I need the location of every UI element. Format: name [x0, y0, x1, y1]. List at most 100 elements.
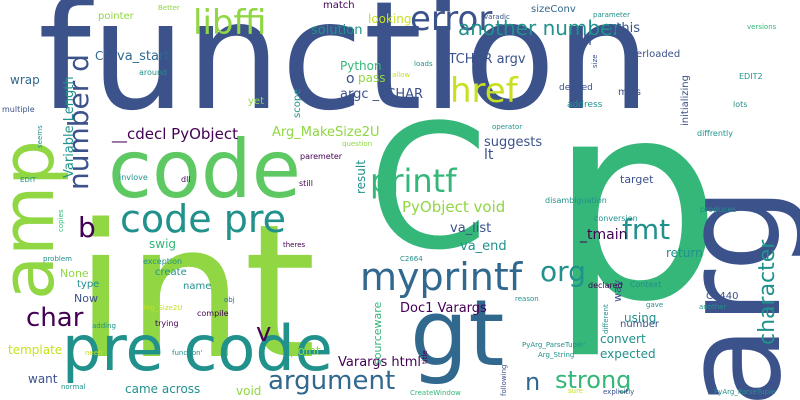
- word-result: result: [354, 160, 368, 194]
- word-produces: produces: [700, 205, 737, 214]
- word-function-q: function': [172, 349, 203, 357]
- word-wrap: wrap: [10, 73, 40, 87]
- word-va-end: va_end: [460, 239, 507, 254]
- word-theres: theres: [283, 241, 306, 249]
- word-c-q: C': [95, 49, 107, 63]
- word-cdecl-pyobject: __cdecl PyObject: [112, 125, 238, 143]
- word-adding: adding: [92, 322, 117, 330]
- word-type: type: [77, 279, 100, 290]
- word-c: C: [368, 87, 489, 288]
- word-arg-string: Arg_String: [538, 351, 575, 359]
- word-code-pre: code pre: [120, 197, 287, 241]
- word-href: href: [450, 71, 518, 111]
- word-arg-makesize2u: Arg_MakeSize2U: [272, 125, 380, 140]
- word-trying: trying: [155, 319, 179, 328]
- word-better: Better: [158, 4, 180, 12]
- word-came-across: came across: [125, 382, 201, 396]
- word-normal: normal: [61, 383, 86, 391]
- word-overloaded: overloaded: [624, 49, 681, 60]
- word-none: None: [60, 267, 89, 280]
- word-loads: loads: [414, 60, 433, 68]
- word-explicitly: explicitly: [603, 388, 635, 396]
- word-p: p: [548, 42, 723, 362]
- word-edit: EDIT: [20, 176, 37, 184]
- word-conversion: conversion: [594, 214, 638, 223]
- word-different: different: [602, 304, 610, 334]
- word-defined: defined: [559, 83, 593, 93]
- word-o: o: [346, 71, 355, 87]
- word-target: target: [620, 173, 654, 186]
- word-variable-length: Variable Length: [62, 76, 77, 178]
- word-lots: lots: [733, 100, 748, 109]
- word-pyarg-parsetuple-q: PyArg_ParseTuple': [522, 341, 586, 349]
- word-libffi: libffi: [193, 3, 267, 43]
- word-pass: pass: [358, 71, 386, 85]
- word-function: function: [38, 0, 651, 144]
- word-pyobject-void: PyObject void: [402, 198, 506, 216]
- word-suggests: suggests: [484, 135, 543, 150]
- word-scope: scope: [292, 88, 303, 118]
- word-pointer: pointer: [98, 11, 134, 22]
- word-error: error: [410, 0, 493, 39]
- word-python: Python: [340, 59, 382, 73]
- word-yet: yet: [248, 96, 264, 107]
- word-copies: copies: [57, 209, 65, 232]
- word-fmt: fmt: [622, 213, 671, 246]
- word-argc-tchar: argc _TCHAR: [340, 87, 424, 102]
- word-multiple: multiple: [2, 105, 35, 114]
- word-swig: swig: [149, 237, 177, 251]
- word-versions: versions: [747, 23, 777, 31]
- word-question: question: [342, 140, 373, 148]
- word-return: return: [666, 246, 703, 260]
- word-still: still: [299, 179, 313, 188]
- word-disambiguation: disambiguation: [545, 196, 607, 205]
- word-dll: dll: [181, 175, 191, 184]
- word-create: create: [155, 267, 187, 278]
- word-seems: seems: [36, 125, 44, 148]
- word-b: b: [78, 211, 96, 244]
- word-sure: sure: [568, 387, 584, 395]
- word-initializing: initializing: [680, 75, 691, 126]
- word-declared: declared: [588, 281, 623, 290]
- word-match: match: [323, 0, 355, 11]
- word-using: using: [624, 311, 657, 325]
- word-createwindow: CreateWindow: [410, 389, 461, 397]
- word-number: number: [620, 319, 660, 330]
- word-context: Context: [630, 280, 662, 289]
- word-obj: obj: [224, 296, 235, 304]
- word-edit2: EDIT2: [739, 72, 763, 81]
- word-character: character: [755, 239, 780, 345]
- word-solution: solution: [311, 23, 363, 38]
- word-gt: gt: [410, 280, 505, 387]
- word-doc1-varargs: Doc1 Varargs: [400, 301, 487, 316]
- word-tchar-argv: _TCHAR argv: [442, 52, 526, 67]
- word-argument: argument: [268, 366, 396, 396]
- word-template: template: [8, 343, 63, 357]
- word-problem: problem: [43, 255, 72, 263]
- word-code: code: [108, 123, 301, 216]
- word-printf: printf: [370, 162, 457, 200]
- word-following: following: [500, 364, 508, 396]
- word-allow: allow: [392, 71, 411, 79]
- word-arg-size2u: Arg_Size2U: [143, 304, 183, 312]
- word-paremeter: paremeter: [300, 152, 343, 161]
- word-invlove: invlove: [119, 173, 148, 182]
- word-operator: operator: [492, 123, 523, 131]
- word-void: void: [236, 384, 262, 398]
- word-myprintf: myprintf: [360, 255, 523, 299]
- word-va-list: va_list: [450, 221, 492, 236]
- word-strong: strong: [555, 366, 632, 394]
- word-h: h: [583, 33, 592, 49]
- word-compile: compile: [197, 309, 229, 318]
- word-lt: lt: [484, 147, 494, 163]
- word-c2664: C2664: [400, 255, 423, 263]
- word-expected: expected: [600, 347, 656, 361]
- word-now: Now: [74, 292, 98, 305]
- word-varargs-html: Varargs html: [338, 355, 422, 370]
- word-parameter: parameter: [593, 11, 630, 19]
- word-amp: amp: [0, 140, 70, 300]
- word-pyarg-parsetuple: PyArg_ParseTuple: [714, 388, 776, 396]
- word-title: title: [421, 350, 429, 364]
- word-name: name: [183, 281, 212, 292]
- word-exception: exception: [143, 257, 183, 266]
